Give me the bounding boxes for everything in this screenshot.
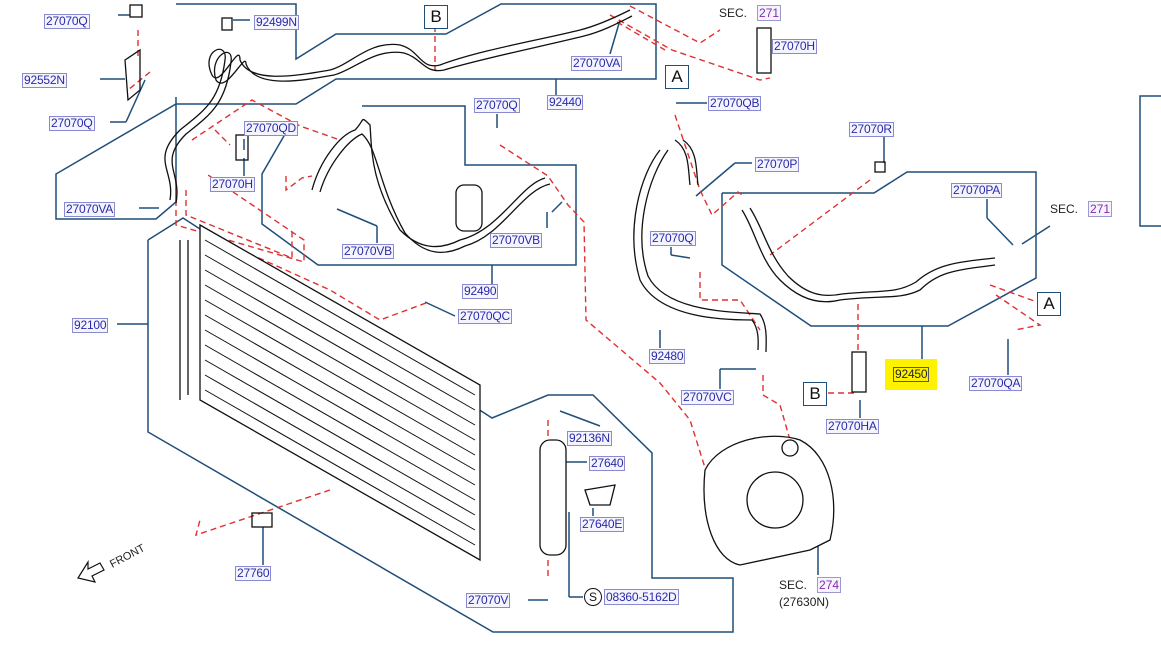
part-label[interactable]: 92100 xyxy=(72,318,109,333)
section-ref[interactable]: SEC. 271 xyxy=(1050,201,1113,217)
section-number[interactable]: 271 xyxy=(757,5,782,21)
part-label[interactable]: 27070VB xyxy=(342,244,394,259)
callout-a: A xyxy=(665,65,689,89)
part-label[interactable]: 92490 xyxy=(462,284,499,299)
outline-92450 xyxy=(721,171,1037,327)
part-label[interactable]: 27070PA xyxy=(951,183,1003,198)
callout-a: A xyxy=(1037,292,1061,316)
part-label[interactable]: 92440 xyxy=(547,95,584,110)
part-label[interactable]: 27070Q xyxy=(650,231,696,246)
part-label[interactable]: 27070Q xyxy=(49,116,95,131)
part-label[interactable]: 27070Q xyxy=(474,98,520,113)
part-label[interactable]: 27070QB xyxy=(708,96,762,111)
pipe-92490 xyxy=(311,118,546,248)
callout-b: B xyxy=(424,5,448,29)
part-label[interactable]: 27070QA xyxy=(969,376,1023,391)
pipes xyxy=(124,4,996,566)
pipe-92480 xyxy=(633,149,759,351)
part-label[interactable]: 92552N xyxy=(22,73,67,88)
receiver-drier-27640 xyxy=(539,439,567,556)
part-label[interactable]: 27070Q xyxy=(44,14,90,29)
part-label[interactable]: 27070HA xyxy=(826,419,879,434)
part-label[interactable]: 27070QC xyxy=(458,309,512,324)
section-ref[interactable]: SEC. 271 xyxy=(719,5,782,21)
standard-part-icon: S xyxy=(584,588,602,606)
part-label[interactable]: 27070H xyxy=(210,177,255,192)
receiver-92490 xyxy=(455,184,483,232)
condenser-fins xyxy=(204,239,476,546)
dashed-leaders xyxy=(127,5,1042,578)
part-label-highlighted[interactable]: 92450 xyxy=(893,367,930,382)
callout-b: B xyxy=(803,382,827,406)
part-label[interactable]: 92499N xyxy=(254,15,299,30)
part-label[interactable]: 27640E xyxy=(580,517,625,532)
part-label[interactable]: 27070H xyxy=(772,39,817,54)
outline-92440 xyxy=(55,3,657,220)
compressor xyxy=(703,435,835,566)
part-label[interactable]: 27070VA xyxy=(571,56,623,71)
part-label[interactable]: 08360-5162D xyxy=(604,589,679,606)
section-ref[interactable]: SEC. 274 xyxy=(779,577,842,593)
pipe-92450 xyxy=(741,209,996,303)
part-label[interactable]: 92480 xyxy=(649,349,686,364)
outline-92490 xyxy=(261,105,577,266)
part-label[interactable]: 27070P xyxy=(755,157,800,172)
part-label[interactable]: 27070R xyxy=(849,122,894,137)
pipe-92440 xyxy=(164,9,631,201)
part-label[interactable]: 27070VB xyxy=(490,233,542,248)
section-prefix: SEC. xyxy=(719,6,748,20)
section-prefix: SEC. xyxy=(779,578,808,592)
section-prefix: SEC. xyxy=(1050,202,1079,216)
part-label[interactable]: 27070VA xyxy=(64,202,116,217)
section-part-number: (27630N) xyxy=(779,595,830,609)
part-label[interactable]: 27070QD xyxy=(244,121,298,136)
section-number[interactable]: 271 xyxy=(1088,201,1113,217)
front-arrow-icon xyxy=(77,559,105,583)
part-label[interactable]: 27070VC xyxy=(681,390,734,405)
part-label[interactable]: 92136N xyxy=(567,431,612,446)
part-label[interactable]: 27640 xyxy=(589,456,626,471)
section-number[interactable]: 274 xyxy=(817,577,842,593)
outline-right-edge xyxy=(1139,95,1161,227)
part-label[interactable]: 27760 xyxy=(235,566,272,581)
part-label[interactable]: 27070V xyxy=(466,593,511,608)
